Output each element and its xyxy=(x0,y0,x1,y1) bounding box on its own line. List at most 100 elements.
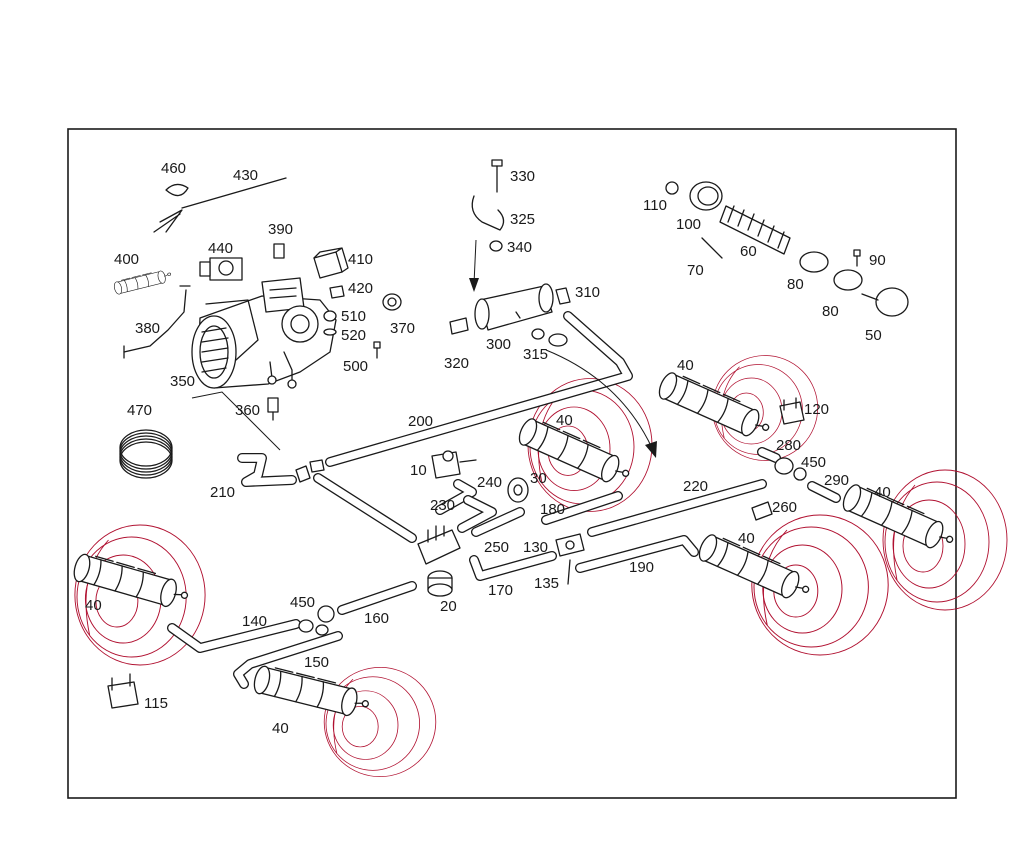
label-430: 430 xyxy=(233,167,258,184)
nut xyxy=(323,310,337,322)
label-380: 380 xyxy=(135,320,160,337)
manifold-block xyxy=(417,525,461,565)
label-450-b: 450 xyxy=(801,454,826,471)
label-450-a: 450 xyxy=(290,594,315,611)
sensor-ring xyxy=(507,477,529,503)
air-bellow-far-right xyxy=(839,480,959,556)
label-115: 115 xyxy=(144,695,168,712)
label-160: 160 xyxy=(364,610,389,627)
pressure-line xyxy=(123,289,187,353)
label-315: 315 xyxy=(523,346,548,363)
label-250: 250 xyxy=(484,539,509,556)
label-210: 210 xyxy=(210,484,235,501)
label-130: 130 xyxy=(523,539,548,556)
label-260: 260 xyxy=(772,499,797,516)
elbow-fitting xyxy=(555,287,571,305)
label-40-d: 40 xyxy=(738,530,755,547)
label-100: 100 xyxy=(676,216,701,233)
label-340: 340 xyxy=(507,239,532,256)
bracket-clip xyxy=(779,397,805,425)
connecting-rod xyxy=(181,177,287,209)
air-bellow-rear-left xyxy=(251,663,373,721)
label-80-b: 80 xyxy=(822,303,839,320)
label-350: 350 xyxy=(170,373,195,390)
label-40-b: 40 xyxy=(556,412,573,429)
label-200: 200 xyxy=(408,413,433,430)
bolt xyxy=(567,559,571,585)
connector xyxy=(774,457,807,481)
fitting xyxy=(665,181,679,195)
label-40-a: 40 xyxy=(677,357,694,374)
connector xyxy=(531,328,545,340)
washer xyxy=(323,328,337,336)
label-390: 390 xyxy=(268,221,293,238)
label-460: 460 xyxy=(161,160,186,177)
reservoir-strap xyxy=(471,195,505,231)
wheel-outline-rear-left xyxy=(323,666,437,778)
label-400: 400 xyxy=(114,251,139,268)
label-60: 60 xyxy=(740,243,757,260)
label-500: 500 xyxy=(343,358,368,375)
label-40-c: 40 xyxy=(874,484,891,501)
filter-housing xyxy=(427,570,453,597)
hose-lines xyxy=(167,311,841,689)
part-labels: 460 430 390 440 410 400 420 510 370 520 … xyxy=(85,160,891,737)
clamp-band xyxy=(689,181,723,211)
bracket-clip xyxy=(107,673,139,709)
t-connector xyxy=(555,533,585,557)
label-220: 220 xyxy=(683,478,708,495)
hose-clamp xyxy=(799,251,863,291)
label-300: 300 xyxy=(486,336,511,353)
label-70: 70 xyxy=(687,262,704,279)
connector xyxy=(298,605,335,636)
label-180: 180 xyxy=(540,501,565,518)
label-240: 240 xyxy=(477,474,502,491)
label-410: 410 xyxy=(348,251,373,268)
label-150: 150 xyxy=(304,654,329,671)
label-40-f: 40 xyxy=(272,720,289,737)
diagram-frame xyxy=(67,128,957,799)
label-420: 420 xyxy=(348,280,373,297)
routing-line xyxy=(191,391,281,451)
arrow-icon xyxy=(469,239,479,292)
label-135: 135 xyxy=(534,575,559,592)
pressure-reservoir xyxy=(474,283,554,331)
wheel-outline-far-right xyxy=(882,469,1008,611)
label-50: 50 xyxy=(865,327,882,344)
tubing-coil xyxy=(119,429,173,479)
label-190: 190 xyxy=(629,559,654,576)
label-30: 30 xyxy=(530,470,547,487)
air-bellow-detail xyxy=(112,267,173,296)
label-325: 325 xyxy=(510,211,535,228)
label-10: 10 xyxy=(410,462,427,479)
sleeve xyxy=(701,237,723,259)
label-330: 330 xyxy=(510,168,535,185)
label-470: 470 xyxy=(127,402,152,419)
label-310: 310 xyxy=(575,284,600,301)
clip xyxy=(751,501,773,521)
label-280: 280 xyxy=(776,437,801,454)
nozzle-fitting xyxy=(382,293,402,311)
label-110: 110 xyxy=(643,197,667,214)
label-360: 360 xyxy=(235,402,260,419)
label-520: 520 xyxy=(341,327,366,344)
label-20: 20 xyxy=(440,598,457,615)
fuse xyxy=(273,243,285,259)
compressor-unit xyxy=(191,277,337,389)
label-140: 140 xyxy=(242,613,267,630)
label-40-e: 40 xyxy=(85,597,102,614)
label-230: 230 xyxy=(430,497,455,514)
bellows-boot xyxy=(719,205,791,255)
connector-block xyxy=(199,257,243,281)
inlet-fitting xyxy=(449,317,469,335)
bolt xyxy=(373,341,381,359)
label-370: 370 xyxy=(390,320,415,337)
label-90: 90 xyxy=(869,252,886,269)
label-320: 320 xyxy=(444,355,469,372)
connector xyxy=(295,459,325,483)
valve-block xyxy=(431,450,477,479)
label-80-a: 80 xyxy=(787,276,804,293)
label-440: 440 xyxy=(208,240,233,257)
air-bellow-rear-right xyxy=(655,368,775,444)
